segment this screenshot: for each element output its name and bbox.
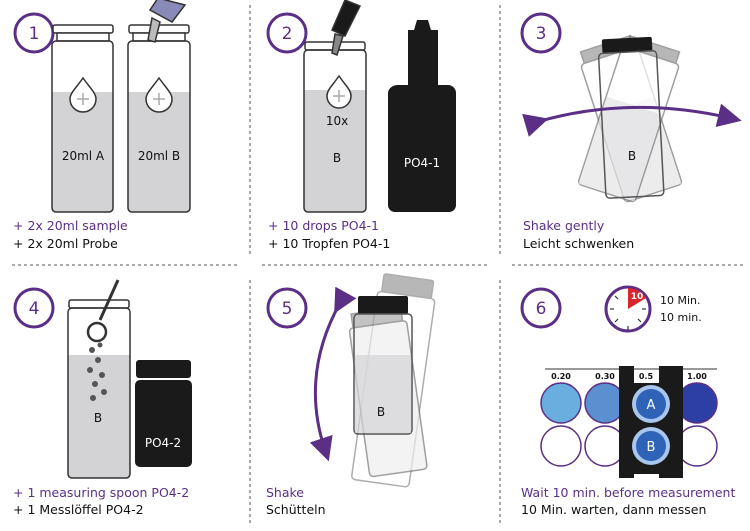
step5-vials-shaking (348, 273, 436, 488)
step3-vials-shaking (577, 34, 683, 203)
vial-label: B (94, 411, 102, 425)
step2-vial (303, 0, 367, 213)
step4-vial (67, 279, 131, 479)
jar-label: PO4-2 (145, 436, 181, 450)
step-numbers (13, 12, 562, 329)
comparator-b: B (647, 440, 656, 455)
vial-label: B (377, 405, 385, 419)
shake-arrow-icon (309, 286, 357, 462)
step-number-3: 3 (536, 24, 547, 44)
step3-caption-de: Leicht schwenken (523, 236, 635, 251)
spoon-icon (98, 279, 120, 321)
reagent-jar-po4-2 (135, 360, 192, 467)
step2-caption-de: + 10 Tropfen PO4-1 (268, 236, 391, 251)
timer-label-en: 10 Min. (660, 294, 701, 307)
timer-icon (604, 285, 652, 333)
step5-caption-de: Schütteln (266, 502, 326, 517)
step1-vial-b (127, 0, 191, 213)
timer-label-de: 10 min. (660, 311, 702, 324)
comparator-slider[interactable] (619, 366, 683, 478)
vial-a-label: 20ml A (62, 149, 105, 163)
color-swatch-0-20 (540, 382, 582, 424)
step3-caption-en: Shake gently (523, 218, 605, 233)
step1-vial-a (51, 24, 114, 213)
bottle-label: PO4-1 (404, 156, 440, 170)
step1-caption-de: + 2x 20ml Probe (13, 236, 118, 251)
step4-caption-de: + 1 Messlöffel PO4-2 (13, 502, 144, 517)
shake-arrow-icon (522, 103, 742, 137)
step2-caption-en: + 10 drops PO4-1 (268, 218, 379, 233)
scale-label: 1.00 (687, 372, 707, 381)
step-number-2: 2 (282, 24, 293, 44)
drops-count: 10x (326, 114, 348, 128)
scale-label: 0.30 (595, 372, 615, 381)
step6-caption-en: Wait 10 min. before measurement (521, 485, 736, 500)
vial-label: B (333, 151, 341, 165)
dropper-icon (331, 0, 362, 37)
dividers (12, 5, 745, 525)
vial-b-label: 20ml B (138, 149, 180, 163)
step-number-4: 4 (29, 299, 40, 319)
step-number-5: 5 (282, 299, 293, 319)
step6-caption-de: 10 Min. warten, dann messen (521, 502, 707, 517)
step-number-6: 6 (536, 299, 547, 319)
empty-swatch (540, 425, 582, 467)
timer-value: 10 (631, 292, 644, 302)
reagent-bottle-po4-1 (388, 20, 456, 212)
step1-caption-en: + 2x 20ml sample (13, 218, 128, 233)
comparator-a: A (647, 398, 656, 413)
scale-label: 0.5 (639, 372, 654, 381)
powder-icon (87, 342, 107, 401)
vial-label: B (628, 149, 636, 163)
step5-caption-en: Shake (266, 485, 305, 500)
syringe-icon (148, 0, 187, 23)
scale-label: 0.20 (551, 372, 571, 381)
step4-caption-en: + 1 measuring spoon PO4-2 (13, 485, 190, 500)
step-number-1: 1 (29, 24, 40, 44)
